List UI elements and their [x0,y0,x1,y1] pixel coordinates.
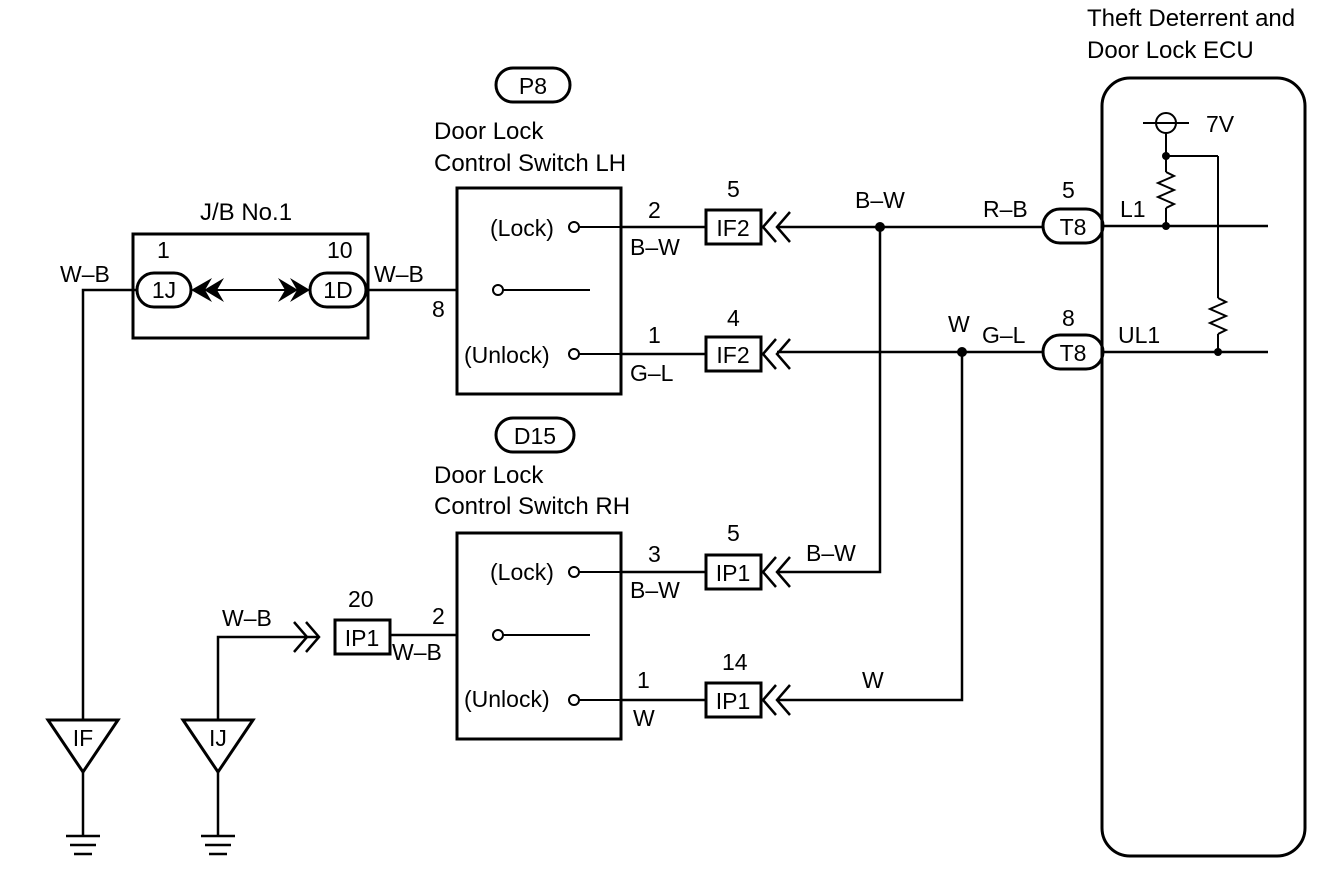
switch-rh-code: D15 [514,423,556,449]
ecu-box [1100,76,1307,858]
ecu-title-line2: Door Lock ECU [1087,37,1254,64]
ecu-connector-top: 5 T8 [1041,177,1105,245]
ip1-unlock-pin: 14 [722,649,748,675]
connector-if2-top: 5 IF2 [704,176,791,246]
wire-label-ecu-lock: R–B [983,196,1028,222]
ip1-lock-pin: 5 [727,520,740,546]
jb-right-pin: 10 [327,237,353,263]
ground-ij-triangle-icon [180,718,256,775]
ground-ij-label: IJ [209,725,227,751]
ip1-ground-name: IP1 [345,625,380,651]
switch-lh-unlock-wire: G–L [630,360,674,386]
switch-rh-unlock-label: (Unlock) [464,686,550,712]
connector-ip1-lock: 5 IP1 [704,520,791,591]
connector-ip1-ground: 20 IP1 [293,586,392,656]
ecu: Theft Deterrent and Door Lock ECU 7V L1 … [1087,5,1307,858]
wire-label-ij-ground: W–B [222,605,272,631]
connector-ip1-unlock: 14 IP1 [704,649,791,719]
connector-if2-bottom: 4 IF2 [704,305,791,373]
switch-lh-lock-label: (Lock) [490,215,554,241]
ecu-terminal-l1: L1 [1120,196,1146,222]
if2-top-arrow-icon [761,211,777,243]
wire-label-jb-right: W–B [374,261,424,287]
jb-left-arrow-icon [191,278,212,302]
jb-left-conn: 1J [152,277,176,303]
jb-right-conn: 1D [323,277,352,303]
jb-title: J/B No.1 [200,199,292,226]
ecu-conn-top-pin: 5 [1062,177,1075,203]
ecu-conn-bottom-name: T8 [1060,340,1087,366]
switch-lh-code: P8 [519,73,547,99]
switch-lh-unlock-pin: 1 [648,322,661,348]
switch-rh-title-line2: Control Switch RH [434,493,630,520]
switch-rh: D15 Door Lock Control Switch RH (Lock) (… [434,416,630,741]
wire-label-rh-lock-bus: B–W [806,540,856,566]
ip1-ground-arrow-icon [305,621,321,653]
switch-rh-lock-wire: B–W [630,577,680,603]
switch-rh-title-line1: Door Lock [434,462,544,489]
ip1-ground-pin: 20 [348,586,374,612]
switch-lh-common-pin: 8 [432,296,445,322]
wire-label-lh-lock-bus: B–W [855,187,905,213]
wire-label-jb-left: W–B [60,261,110,287]
resistor-l1-icon [1155,171,1177,209]
switch-lh-title-line2: Control Switch LH [434,150,626,177]
wire-label-rh-unlock-bus: W [862,667,884,693]
ip1-unlock-name: IP1 [716,688,751,714]
switch-lh-lock-pin: 2 [648,197,661,223]
ecu-conn-top-name: T8 [1060,214,1087,240]
if2-bottom-name: IF2 [716,342,749,368]
if2-bottom-pin: 4 [727,305,740,331]
switch-rh-unlock-wire: W [633,705,655,731]
junction-block: J/B No.1 1 1J 10 1D [131,199,370,340]
if2-top-pin: 5 [727,176,740,202]
switch-rh-common-wire: W–B [392,639,442,665]
switch-rh-common-pin: 2 [432,603,445,629]
ecu-voltage: 7V [1206,111,1235,137]
ecu-terminal-ul1: UL1 [1118,322,1160,348]
ip1-unlock-arrow-icon [761,684,777,716]
ecu-conn-bottom-pin: 8 [1062,305,1075,331]
switch-rh-lock-pin: 3 [648,541,661,567]
jb-left-pin: 1 [157,237,170,263]
jb-right-arrow-icon [290,278,310,302]
resistor-ul1-icon [1207,297,1229,335]
wire-label-lh-unlock-bus: W [948,311,970,337]
if2-bottom-arrow-icon [761,338,777,370]
wire-label-ecu-unlock: G–L [982,322,1026,348]
switch-rh-lock-label: (Lock) [490,559,554,585]
ecu-connector-bottom: 8 T8 [1041,305,1105,371]
ecu-title-line1: Theft Deterrent and [1087,5,1295,32]
switch-lh-lock-wire: B–W [630,234,680,260]
ground-if-label: IF [73,725,93,751]
ip1-lock-arrow-icon [761,556,777,588]
switch-lh: P8 Door Lock Control Switch LH (Lock) (U… [434,66,626,396]
ground-ij: IJ [180,718,256,856]
ground-if: IF [45,718,121,856]
switch-lh-title-line1: Door Lock [434,118,544,145]
ip1-lock-name: IP1 [716,560,751,586]
ground-if-triangle-icon [45,718,121,775]
switch-lh-unlock-label: (Unlock) [464,342,550,368]
switch-rh-unlock-pin: 1 [637,667,650,693]
if2-top-name: IF2 [716,215,749,241]
